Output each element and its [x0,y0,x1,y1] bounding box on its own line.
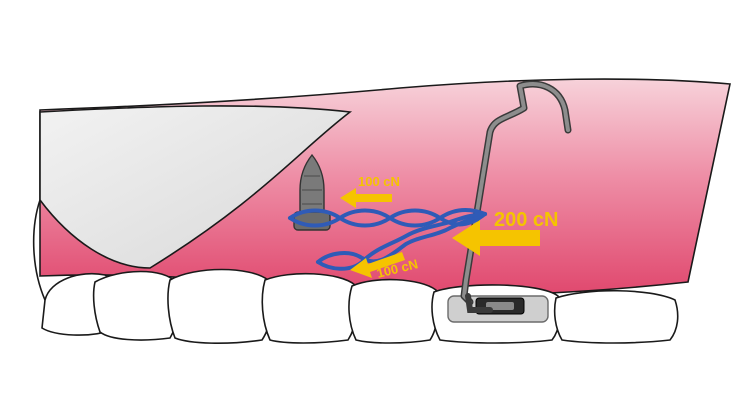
force-label-top: 100 cN [358,174,400,189]
tooth-4 [261,272,359,344]
force-arrow-top [340,188,392,208]
elastic-chain-upper [288,207,487,228]
tooth-2 [92,270,180,341]
force-label-main: 200 cN [494,209,559,231]
tooth-3 [167,268,273,344]
force-arrow-bottom [350,252,405,278]
bracket-slot [486,302,514,310]
wire-hook [465,293,493,313]
elastic-chain-lower [316,212,487,271]
force-arrow-main [452,220,540,256]
tooth-5 [348,278,439,344]
wire-arm-highlight [462,82,570,304]
tooth-7 [553,289,679,344]
soft-tissue [39,105,353,269]
lip-outline [32,199,46,301]
